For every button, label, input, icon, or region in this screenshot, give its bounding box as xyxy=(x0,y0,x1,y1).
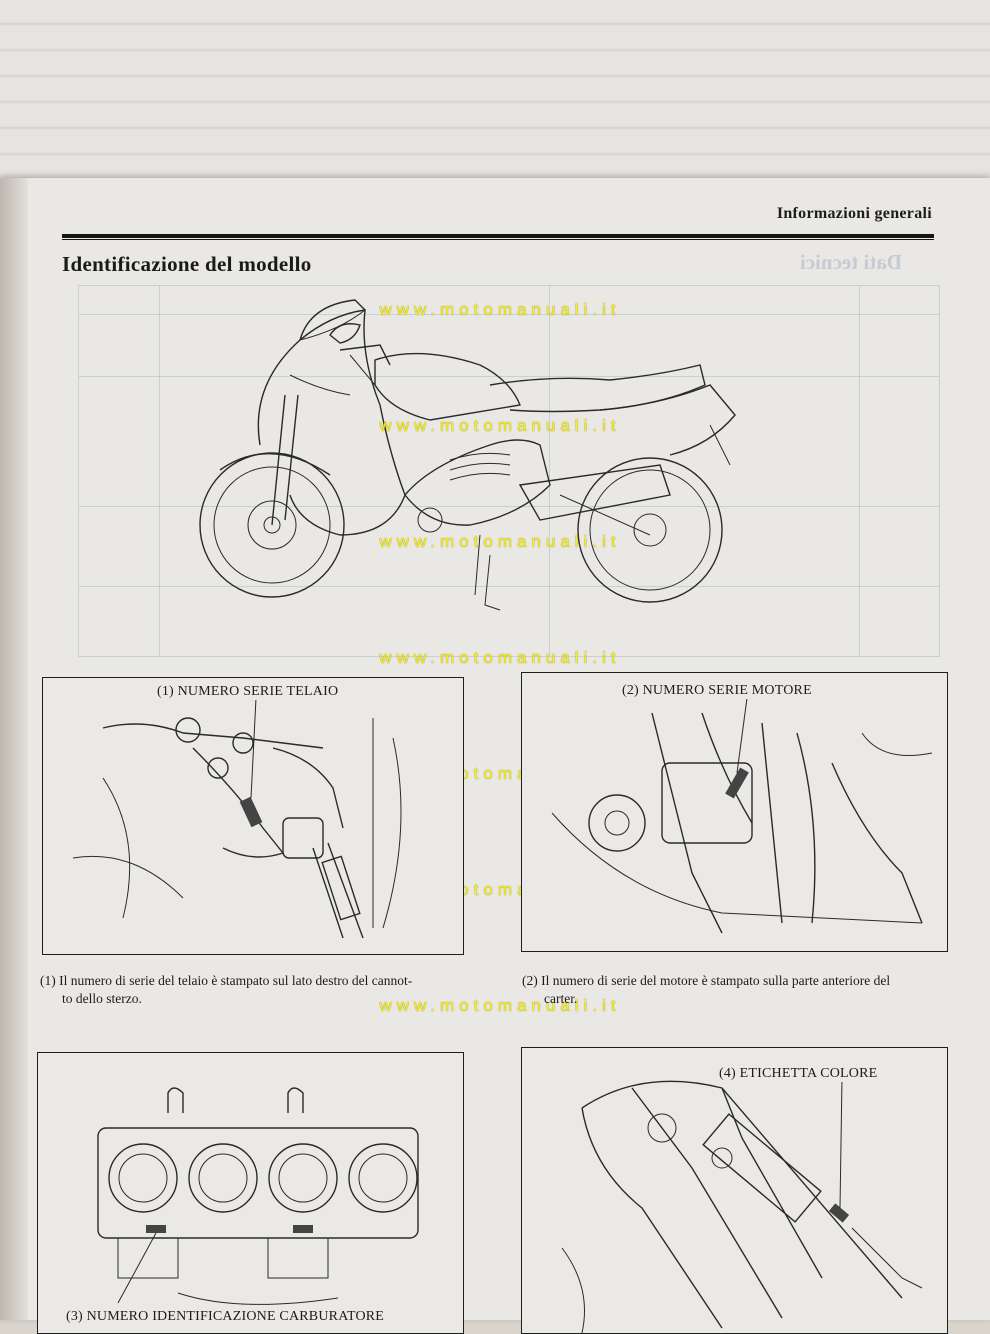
motorcycle-illustration xyxy=(199,299,736,611)
watermark: www.motomanuali.it xyxy=(379,532,621,551)
background-paper-stack xyxy=(0,0,990,200)
rear-frame-drawing xyxy=(561,1077,923,1333)
caption-line: (2) Il numero di serie del motore è stam… xyxy=(522,973,891,988)
page-title: Identificazione del modello xyxy=(62,252,312,276)
caption-line: to dello sterzo. xyxy=(62,991,142,1006)
engine-drawing xyxy=(551,697,933,934)
caption-line: carter. xyxy=(544,991,578,1006)
frame-number-label: (1) NUMERO SERIE TELAIO xyxy=(155,684,341,700)
frame-number-caption: (1) Il numero di serie del telaio è stam… xyxy=(40,972,470,1008)
running-header: Informazioni generali xyxy=(776,205,932,222)
engine-number-label: (2) NUMERO SERIE MOTORE xyxy=(620,683,814,699)
color-label-figure: (4) ETICHETTA COLORE xyxy=(521,1047,948,1334)
engine-number-caption: (2) Il numero di serie del motore è stam… xyxy=(522,972,962,1008)
steering-head-drawing xyxy=(72,697,402,939)
engine-number-figure: (2) NUMERO SERIE MOTORE xyxy=(521,672,948,952)
watermark: www.motomanuali.it xyxy=(379,300,621,319)
carburetor-number-figure: (3) NUMERO IDENTIFICAZIONE CARBURATORE xyxy=(37,1052,464,1334)
page-gutter xyxy=(0,178,28,1320)
caption-line: (1) Il numero di serie del telaio è stam… xyxy=(40,973,413,988)
carburetor-number-label: (3) NUMERO IDENTIFICAZIONE CARBURATORE xyxy=(64,1309,387,1325)
carburetor-drawing xyxy=(97,1087,419,1305)
watermark: www.motomanuali.it xyxy=(379,648,621,667)
bleed-through-table xyxy=(78,285,940,657)
frame-number-figure: (1) NUMERO SERIE TELAIO xyxy=(42,677,464,955)
watermark: www.motomanuali.it xyxy=(379,416,621,435)
header-rule xyxy=(62,234,934,238)
header-rule-thin xyxy=(62,239,934,240)
bleed-through-title: Dati tecnici xyxy=(800,250,903,274)
watermark: www.motomanuali.it xyxy=(379,996,621,1015)
color-label-label: (4) ETICHETTA COLORE xyxy=(717,1066,880,1082)
